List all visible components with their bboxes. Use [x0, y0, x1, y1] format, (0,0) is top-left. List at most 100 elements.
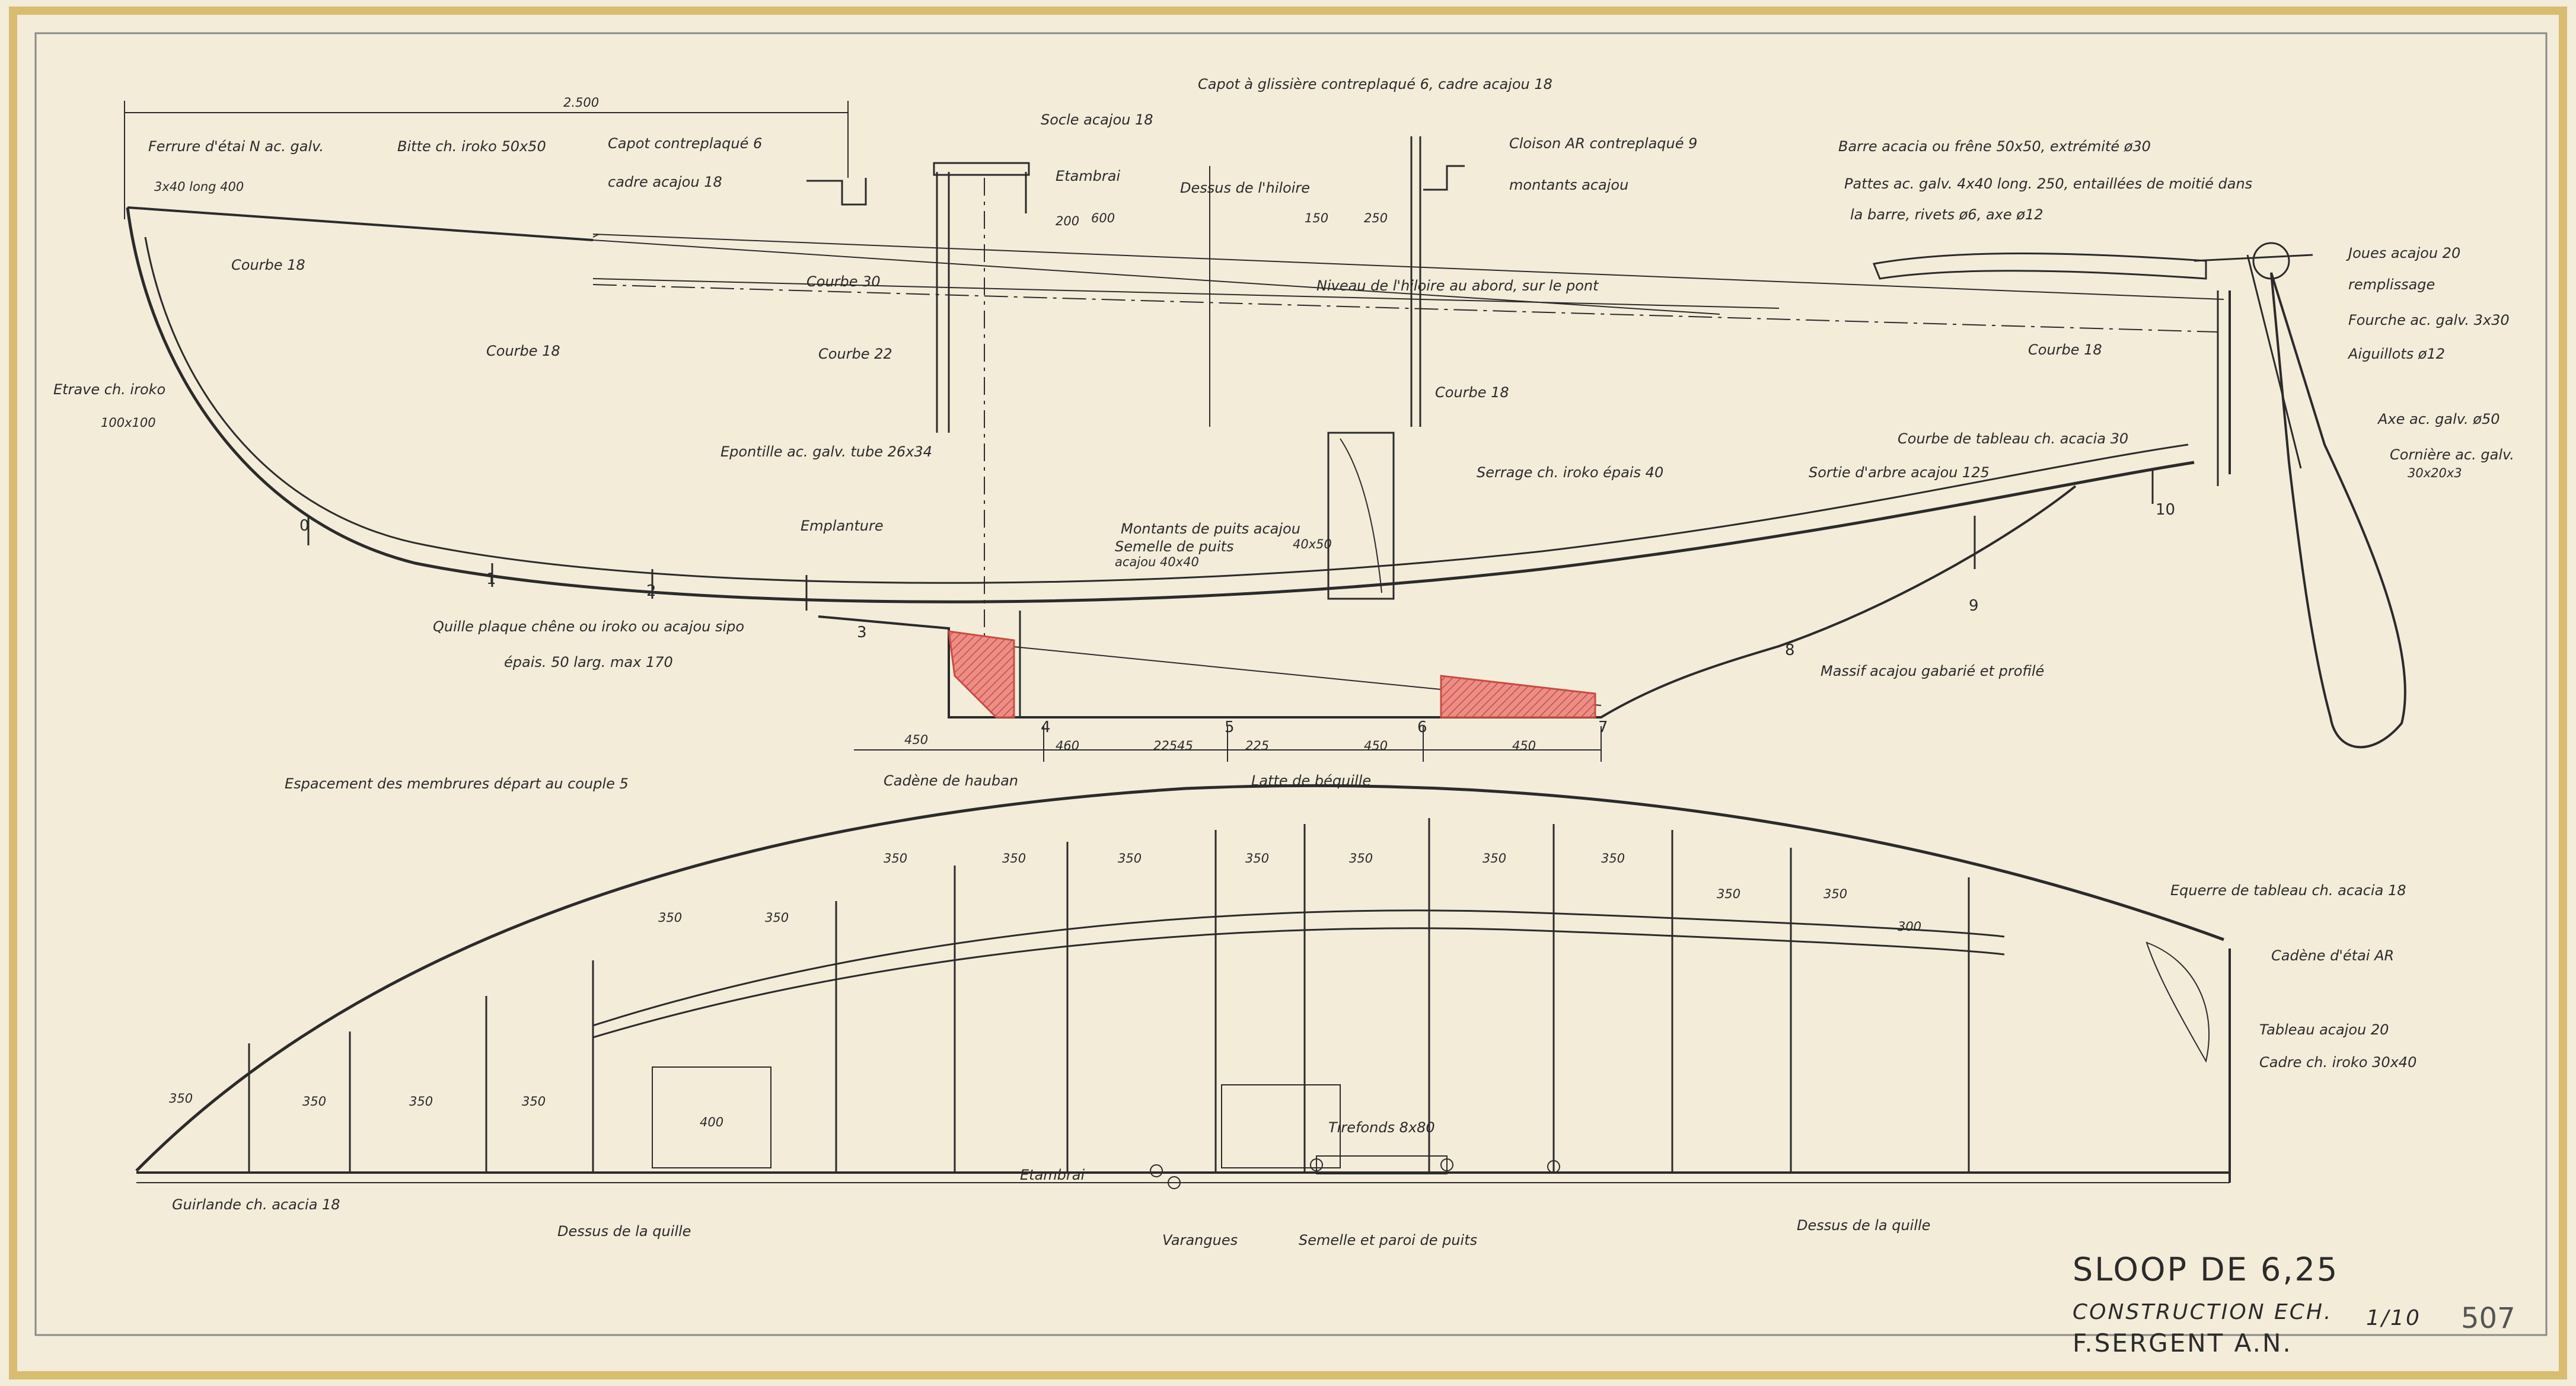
label-capot2: cadre acajou 18 — [608, 174, 722, 190]
dim-150: 150 — [1305, 211, 1328, 225]
label-etrave-dim: 100x100 — [101, 416, 156, 430]
plan-labels: Cadène de hauban Latte de béquille Equer… — [169, 772, 2416, 1248]
dim-450-a: 450 — [904, 733, 928, 747]
hatched-keel-aft — [1440, 675, 1596, 718]
label-dessus-quille2: Dessus de la quille — [1797, 1217, 1930, 1234]
label-etrave: Etrave ch. iroko — [53, 381, 165, 398]
label-dessus-quille1: Dessus de la quille — [557, 1223, 691, 1240]
label-montants: montants acajou — [1509, 177, 1628, 193]
label-ferrure: Ferrure d'étai N ac. galv. — [148, 138, 324, 155]
station-9: 9 — [1969, 597, 1979, 615]
label-cloison: Cloison AR contreplaqué 9 — [1509, 135, 1697, 152]
label-guirlande: Guirlande ch. acacia 18 — [172, 1196, 340, 1213]
label-dim-2500: 2.500 — [563, 95, 599, 110]
drawing-author: F.SERGENT A.N. — [2073, 1328, 2293, 1358]
plan-view — [135, 784, 2231, 1189]
label-niveau: Niveau de l'hiloire au abord, sur le pon… — [1316, 277, 1599, 294]
label-cadene-hauban: Cadène de hauban — [884, 772, 1018, 789]
label-capot: Capot contreplaqué 6 — [608, 135, 762, 152]
label-courbe18d: Courbe 18 — [1435, 384, 1509, 401]
label-emplanture: Emplanture — [801, 518, 884, 534]
dim-225: 225 — [1245, 739, 1269, 753]
label-top-hatch: Capot à glissière contreplaqué 6, cadre … — [1198, 76, 1552, 92]
dim-450-c: 450 — [1512, 739, 1536, 753]
label-courbe18a: Courbe 18 — [231, 257, 305, 273]
dim-350-2: 350 — [1002, 851, 1026, 866]
hull-profile-outer — [126, 207, 2195, 603]
label-etambrai2: Etambrai — [1020, 1167, 1085, 1183]
station-3: 3 — [857, 624, 867, 641]
label-sortie: Sortie d'arbre acajou 125 — [1809, 464, 1990, 481]
dim-22545: 22545 — [1153, 739, 1193, 753]
label-acajou: acajou 40x40 — [1115, 555, 1199, 569]
dim-350-13: 350 — [302, 1094, 326, 1109]
label-fourche: Fourche ac. galv. 3x30 — [2348, 312, 2510, 328]
sheet-number: 507 — [2461, 1302, 2516, 1335]
dim-350-5: 350 — [1349, 851, 1373, 866]
dim-400: 400 — [700, 1115, 723, 1129]
dim-350-12: 350 — [169, 1091, 193, 1106]
label-courbe30: Courbe 30 — [806, 273, 881, 290]
label-massif: Massif acajou gabarié et profilé — [1821, 663, 2044, 679]
dim-350-8: 350 — [1717, 887, 1740, 901]
label-varangues: Varangues — [1162, 1232, 1238, 1248]
dim-450-b: 450 — [1364, 739, 1388, 753]
label-dim-40x50: 40x50 — [1293, 537, 1332, 551]
label-quille2: épais. 50 larg. max 170 — [504, 654, 673, 670]
station-7: 7 — [1598, 718, 1608, 736]
label-pattes: Pattes ac. galv. 4x40 long. 250, entaill… — [1844, 175, 2252, 192]
drawing-frame — [34, 32, 2548, 1336]
dim-350-6: 350 — [1483, 851, 1506, 866]
hatched-keel-fore — [948, 630, 1015, 718]
label-courbe22: Courbe 22 — [818, 346, 892, 362]
label-axe: Axe ac. galv. ø50 — [2377, 411, 2500, 427]
station-2: 2 — [646, 582, 656, 600]
dim-300: 300 — [1898, 919, 1921, 934]
dim-350-3: 350 — [1118, 851, 1142, 866]
station-5: 5 — [1225, 718, 1235, 736]
dim-350-7: 350 — [1601, 851, 1625, 866]
station-1: 1 — [486, 570, 496, 588]
label-barre: Barre acacia ou frêne 50x50, extrémité ø… — [1838, 138, 2151, 155]
label-dessus-hiloire: Dessus de l'hiloire — [1180, 180, 1310, 196]
label-ferrure-dim: 3x40 long 400 — [154, 180, 244, 194]
label-tableau: Tableau acajou 20 — [2259, 1021, 2389, 1038]
sheet-border — [9, 7, 2567, 1379]
label-serrage: Serrage ch. iroko épais 40 — [1477, 464, 1663, 481]
dim-350-14: 350 — [409, 1094, 433, 1109]
label-etambrai: Etambrai — [1056, 168, 1120, 184]
profile-view — [124, 101, 2406, 762]
plan-sheer-outer — [135, 784, 2224, 1172]
label-courbe-tableau: Courbe de tableau ch. acacia 30 — [1898, 430, 2128, 447]
dim-350-9: 350 — [1823, 887, 1847, 901]
label-aiguillots: Aiguillots ø12 — [2347, 346, 2445, 362]
label-epontille: Epontille ac. galv. tube 26x34 — [720, 443, 932, 460]
station-4: 4 — [1041, 718, 1051, 736]
title-block: SLOOP DE 6,25 CONSTRUCTION ECH. 1/10 F.S… — [2073, 1251, 2516, 1358]
dim-600: 600 — [1091, 211, 1115, 225]
label-corniere: Cornière ac. galv. — [2390, 446, 2514, 463]
dim-350-15: 350 — [522, 1094, 546, 1109]
label-courbe18c: Courbe 18 — [2028, 341, 2102, 358]
label-semelle-paroi: Semelle et paroi de puits — [1299, 1232, 1477, 1248]
dim-250: 250 — [1364, 211, 1388, 225]
dim-350-4: 350 — [1245, 851, 1269, 866]
label-espacement: Espacement des membrures départ au coupl… — [285, 775, 629, 792]
label-equerre: Equerre de tableau ch. acacia 18 — [2170, 882, 2406, 899]
drawing-subtitle: CONSTRUCTION ECH. — [2073, 1300, 2332, 1324]
drawing-title: SLOOP DE 6,25 — [2073, 1251, 2339, 1288]
station-8: 8 — [1785, 641, 1795, 659]
label-socle: Socle acajou 18 — [1041, 111, 1153, 128]
label-pattes2: la barre, rivets ø6, axe ø12 — [1850, 206, 2043, 223]
label-corniere-dim: 30x20x3 — [2408, 466, 2462, 480]
label-cadre: Cadre ch. iroko 30x40 — [2259, 1054, 2416, 1071]
station-10: 10 — [2156, 501, 2175, 519]
drawing-scale: 1/10 — [2366, 1306, 2421, 1330]
tiller — [1872, 253, 2207, 280]
profile-labels: Capot à glissière contreplaqué 6, cadre … — [53, 76, 2514, 792]
label-courbe18b: Courbe 18 — [486, 343, 560, 359]
dim-350-1: 350 — [884, 851, 907, 866]
station-6: 6 — [1417, 718, 1427, 736]
